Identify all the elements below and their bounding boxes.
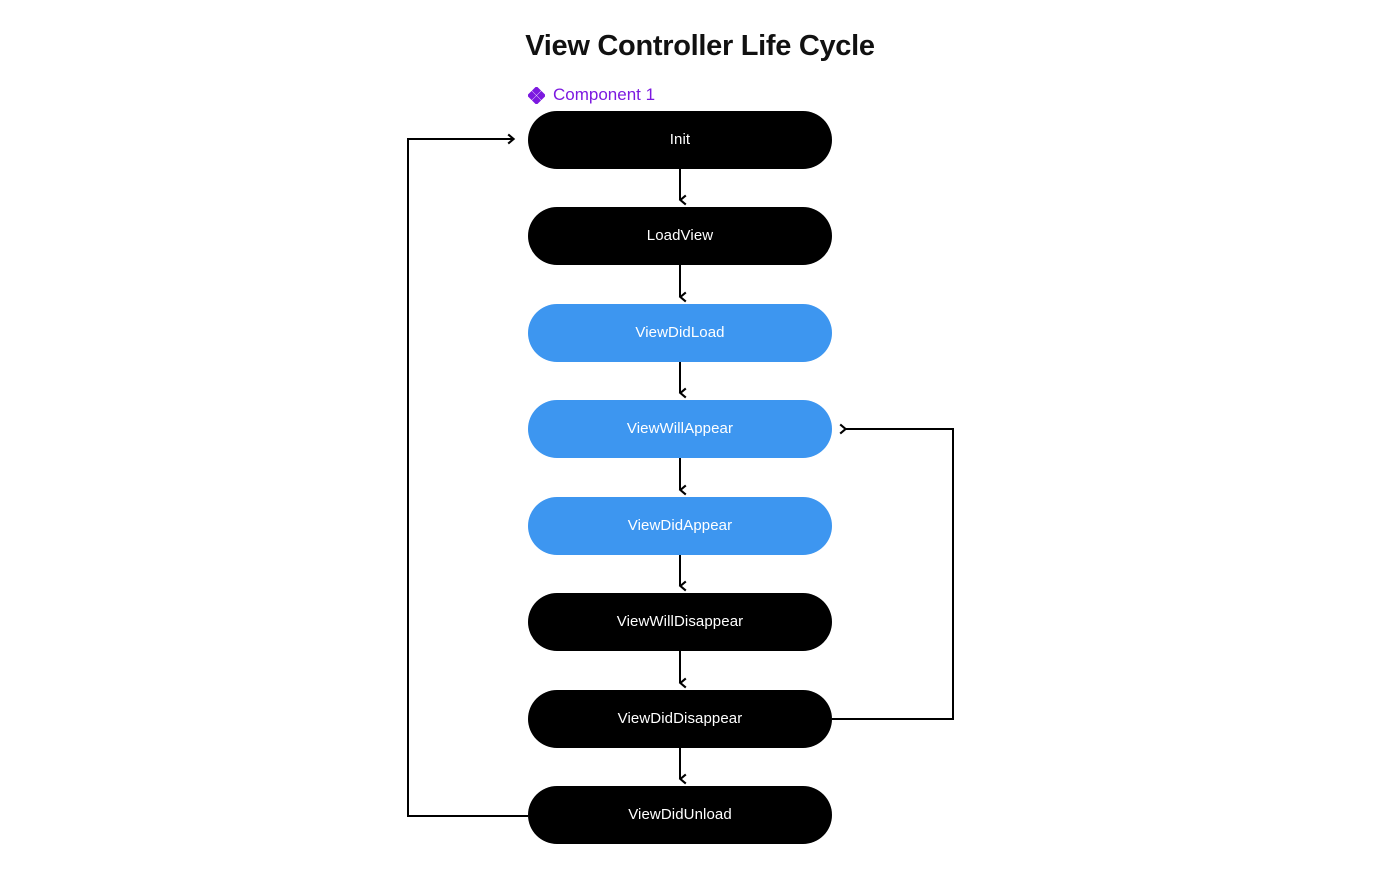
node-init[interactable]: Init — [528, 111, 832, 169]
node-viewwilldisappear[interactable]: ViewWillDisappear — [528, 593, 832, 651]
diamonds-icon — [528, 86, 545, 104]
node-label: LoadView — [646, 227, 714, 244]
page-title: View Controller Life Cycle — [525, 30, 875, 62]
node-label: ViewDidAppear — [627, 517, 733, 534]
node-label: Init — [669, 131, 691, 148]
node-label: ViewWillAppear — [626, 420, 734, 437]
node-label: ViewDidDisappear — [617, 710, 743, 727]
node-loadview[interactable]: LoadView — [528, 207, 832, 265]
node-label: ViewWillDisappear — [616, 613, 744, 630]
node-label: ViewDidUnload — [628, 806, 732, 823]
node-viewdidappear[interactable]: ViewDidAppear — [528, 497, 832, 555]
component-label: Component 1 — [528, 84, 655, 106]
node-viewdidunload[interactable]: ViewDidUnload — [528, 786, 832, 844]
node-viewdidload[interactable]: ViewDidLoad — [528, 304, 832, 362]
node-viewwillappear[interactable]: ViewWillAppear — [528, 400, 832, 458]
node-label: ViewDidLoad — [635, 324, 725, 341]
node-viewdiddisappear[interactable]: ViewDidDisappear — [528, 690, 832, 748]
edge-viewdidunload-init-loop — [407, 133, 528, 817]
edge-viewdiddisappear-viewwillappear-loop — [832, 423, 954, 720]
component-label-text: Component 1 — [553, 85, 656, 104]
